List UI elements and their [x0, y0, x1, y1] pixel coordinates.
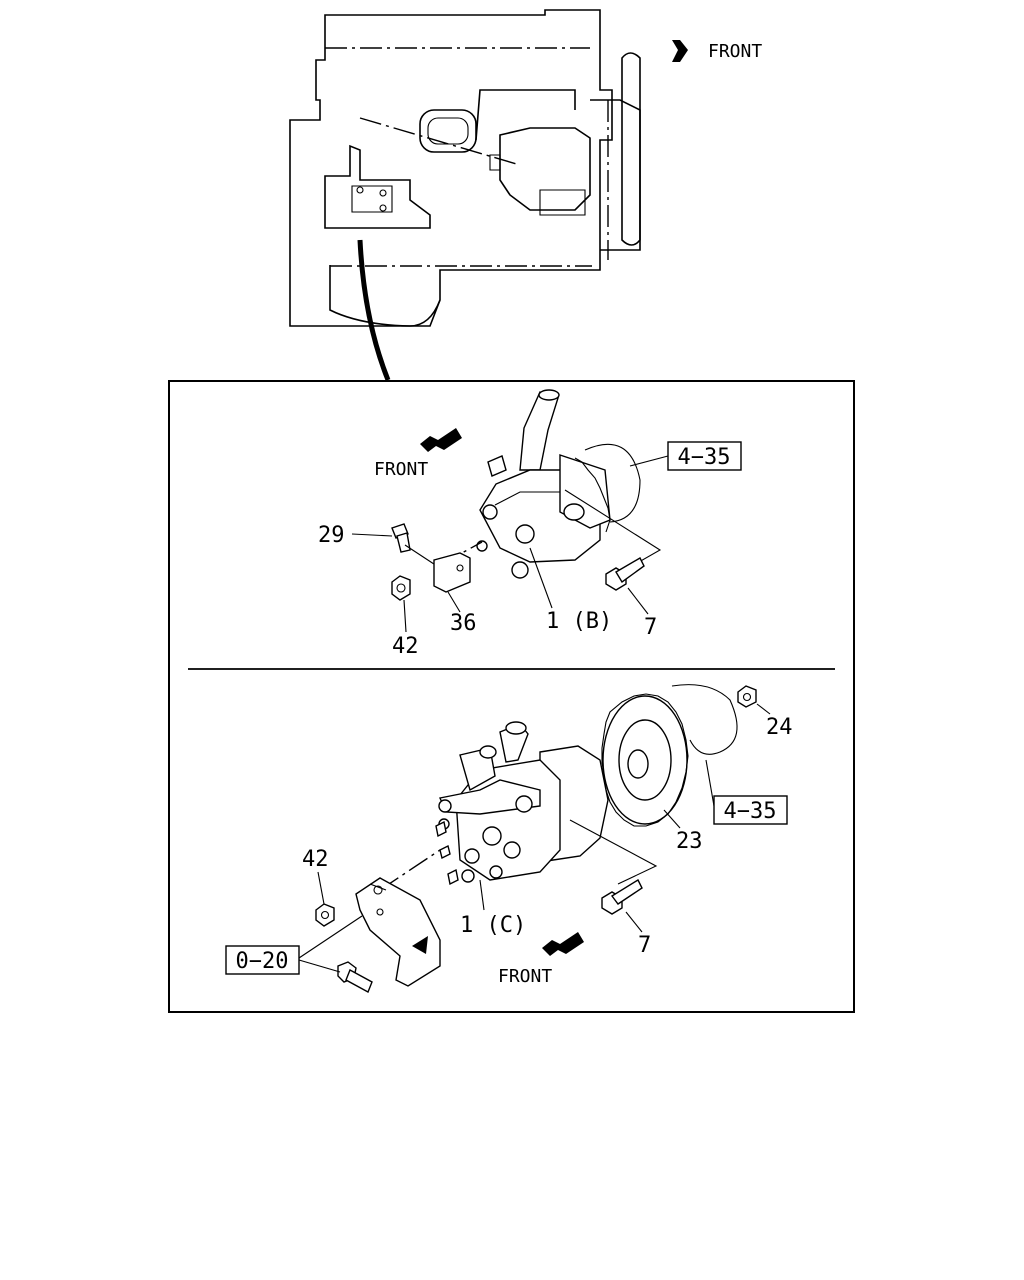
callout-42-lower: 42: [302, 847, 329, 872]
nut-24: [737, 685, 757, 708]
nut-42-lower: [315, 903, 335, 927]
front-label-upper: FRONT: [374, 459, 428, 480]
front-label-lower: FRONT: [498, 966, 552, 987]
detail-frame: [168, 380, 855, 1013]
engine-overview: [289, 9, 641, 381]
callout-42-upper: 42: [392, 634, 419, 659]
callout-7-upper: 7: [644, 615, 657, 640]
callout-7-lower: 7: [638, 933, 651, 958]
front-arrow-top: FRONT: [672, 40, 762, 62]
vacuum-pump-1c: [435, 721, 609, 886]
upper-panel: FRONT 4−35: [318, 389, 742, 659]
nut-42: [391, 575, 411, 601]
ref-box-0-20: 0−20: [236, 949, 289, 974]
bolt-7-upper: [605, 557, 645, 591]
front-label-top: FRONT: [708, 41, 762, 62]
callout-1b: 1 (B): [546, 609, 612, 634]
mounting-bracket: [355, 877, 441, 987]
callout-29: 29: [318, 523, 345, 548]
ref-box-4-35-lower: 4−35: [724, 799, 777, 824]
gear-23: [601, 693, 689, 827]
vacuum-pump-1b: [476, 389, 641, 579]
o-ring-lower: [671, 684, 738, 755]
bolt-7-lower: [601, 879, 643, 915]
callout-1c: 1 (C): [460, 913, 526, 938]
bracket-36: [433, 552, 471, 593]
front-arrow-icon: [542, 932, 584, 956]
bracket-bolt: [337, 961, 373, 993]
callout-23: 23: [676, 829, 703, 854]
front-arrow-icon: [672, 40, 688, 62]
callout-24: 24: [766, 715, 793, 740]
bolt-29: [391, 523, 441, 569]
callout-36: 36: [450, 611, 477, 636]
front-arrow-icon: [420, 428, 462, 452]
ref-box-4-35-upper: 4−35: [678, 445, 731, 470]
lower-panel: 24 23 4−35: [225, 684, 793, 993]
